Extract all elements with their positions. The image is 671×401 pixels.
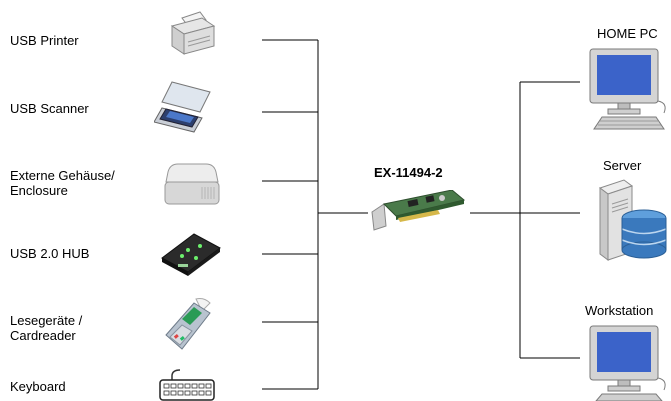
- usb-hub-icon: [161, 233, 221, 276]
- workstation-icon: [589, 325, 666, 401]
- server-icon: [598, 179, 667, 261]
- keyboard-icon: [159, 369, 215, 401]
- label-usb-printer: USB Printer: [10, 33, 79, 48]
- printer-icon: [170, 11, 216, 55]
- label-cardreader-line2: Cardreader: [10, 328, 76, 343]
- product-label: EX-11494-2: [374, 165, 443, 180]
- label-workstation: Workstation: [585, 303, 654, 318]
- label-enclosure-line1: Externe Gehäuse/: [10, 168, 115, 183]
- scanner-icon: [154, 81, 211, 133]
- label-enclosure-line2: Enclosure: [10, 183, 68, 198]
- label-usb-hub: USB 2.0 HUB: [10, 246, 90, 261]
- hard-drive-icon: [164, 163, 220, 205]
- label-usb-scanner: USB Scanner: [10, 101, 89, 116]
- label-enclosure: Externe Gehäuse/ Enclosure: [10, 168, 115, 198]
- label-home-pc: HOME PC: [597, 26, 658, 41]
- pcie-card-icon: [371, 190, 466, 231]
- card-reader-icon: [165, 298, 211, 350]
- label-cardreader-line1: Lesegeräte /: [10, 313, 83, 328]
- label-keyboard: Keyboard: [10, 379, 66, 394]
- label-server: Server: [603, 158, 642, 173]
- home-pc-icon: [589, 48, 666, 130]
- label-cardreader: Lesegeräte / Cardreader: [10, 313, 82, 343]
